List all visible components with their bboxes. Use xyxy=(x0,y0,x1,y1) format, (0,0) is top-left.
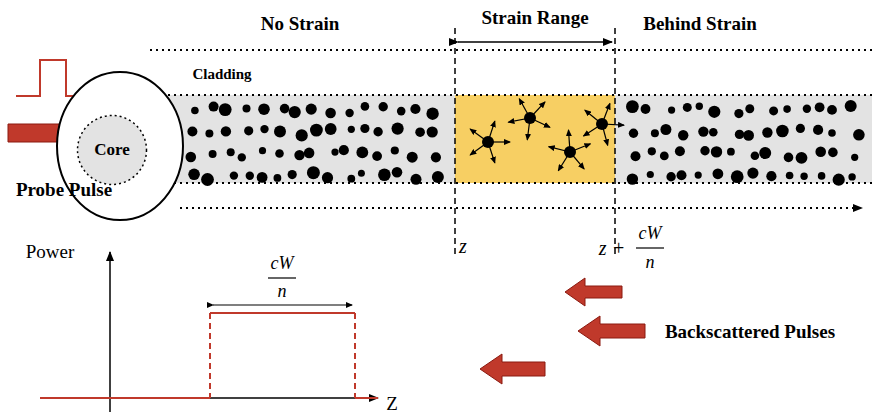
layer-label: Cladding xyxy=(192,66,251,83)
position-label: z xyxy=(459,235,467,257)
axis-label: Power xyxy=(26,242,75,263)
region-title: No Strain xyxy=(261,14,340,35)
region-title: Behind Strain xyxy=(643,14,757,35)
fraction-numerator: cW xyxy=(271,254,294,274)
core-label: Core xyxy=(94,140,130,160)
fraction-denominator: n xyxy=(646,253,655,273)
arrow-label: Backscattered Pulses xyxy=(665,322,835,343)
position-label: z + xyxy=(599,237,625,259)
region-title: Strain Range xyxy=(481,8,588,29)
fraction-denominator: n xyxy=(278,282,287,302)
axis-label: Z xyxy=(386,394,398,415)
fraction-numerator: cW xyxy=(639,224,662,244)
pulse-label: Probe Pulse xyxy=(16,180,112,201)
core-ellipse: Core xyxy=(76,114,148,186)
